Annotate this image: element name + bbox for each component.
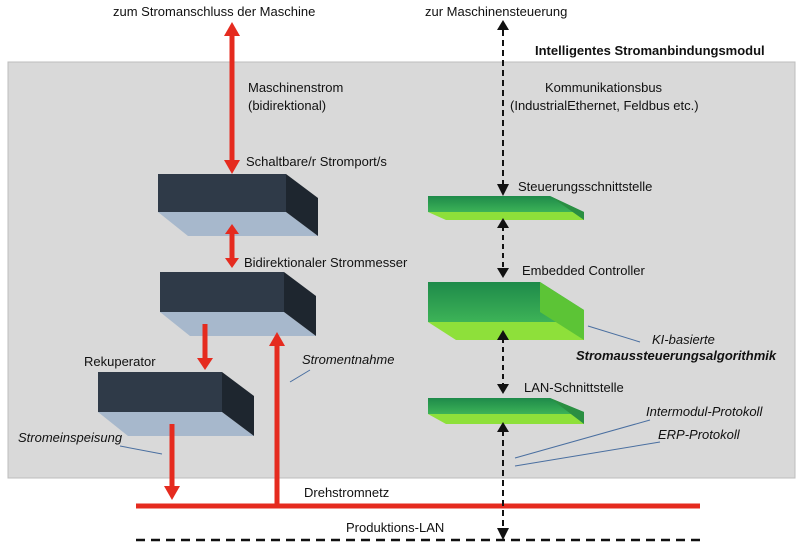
label-machine-current: Maschinenstrom [248, 80, 343, 95]
label-feed-in: Stromeinspeisung [18, 430, 123, 445]
control-controller-arrow [497, 218, 509, 278]
box-meter [160, 272, 316, 336]
label-power-connection: zum Stromanschluss der Maschine [113, 4, 315, 19]
label-ai-based: KI-basierte [652, 332, 715, 347]
withdrawal-pointer [289, 369, 311, 383]
lan-production-arrow [497, 422, 509, 540]
label-recuperator: Rekuperator [84, 354, 156, 369]
label-lan-interface: LAN-Schnittstelle [524, 380, 624, 395]
box-recuperator [98, 372, 254, 436]
box-embedded-controller [428, 282, 584, 340]
comm-bus-arrow [497, 20, 509, 196]
label-bidirectional: (bidirektional) [248, 98, 326, 113]
label-three-phase-grid: Drehstromnetz [304, 485, 389, 500]
label-withdrawal: Stromentnahme [302, 352, 395, 367]
label-machine-control: zur Maschinensteuerung [425, 4, 567, 19]
label-bidirectional-meter: Bidirektionaler Strommesser [244, 255, 408, 270]
box-control-interface [428, 196, 584, 220]
intermodule-pointer [514, 419, 651, 459]
label-control-interface: Steuerungsschnittstelle [518, 179, 652, 194]
label-embedded-controller: Embedded Controller [522, 263, 646, 278]
meter-arrow [225, 224, 239, 268]
label-comm-bus-types: (IndustrialEthernet, Feldbus etc.) [510, 98, 699, 113]
label-ai-algorithm: Stromaussteuerungsalgorithmik [576, 348, 777, 363]
controller-lan-arrow [497, 330, 509, 394]
label-comm-bus: Kommunikationsbus [545, 80, 663, 95]
module-title: Intelligentes Stromanbindungsmodul [535, 43, 765, 58]
label-intermodule-protocol: Intermodul-Protokoll [646, 404, 763, 419]
label-switchable-port: Schaltbare/r Stromport/s [246, 154, 387, 169]
label-production-lan: Produktions-LAN [346, 520, 444, 535]
box-switchable-port [158, 174, 318, 236]
recuperator-arrow [197, 324, 213, 370]
withdrawal-arrow [269, 332, 285, 504]
erp-pointer [514, 441, 661, 467]
ai-pointer [587, 325, 641, 343]
feed-in-arrow [164, 424, 180, 500]
label-erp-protocol: ERP-Protokoll [658, 427, 741, 442]
box-lan-interface [428, 398, 584, 424]
machine-current-arrow [224, 22, 240, 174]
feed-in-pointer [119, 445, 163, 455]
